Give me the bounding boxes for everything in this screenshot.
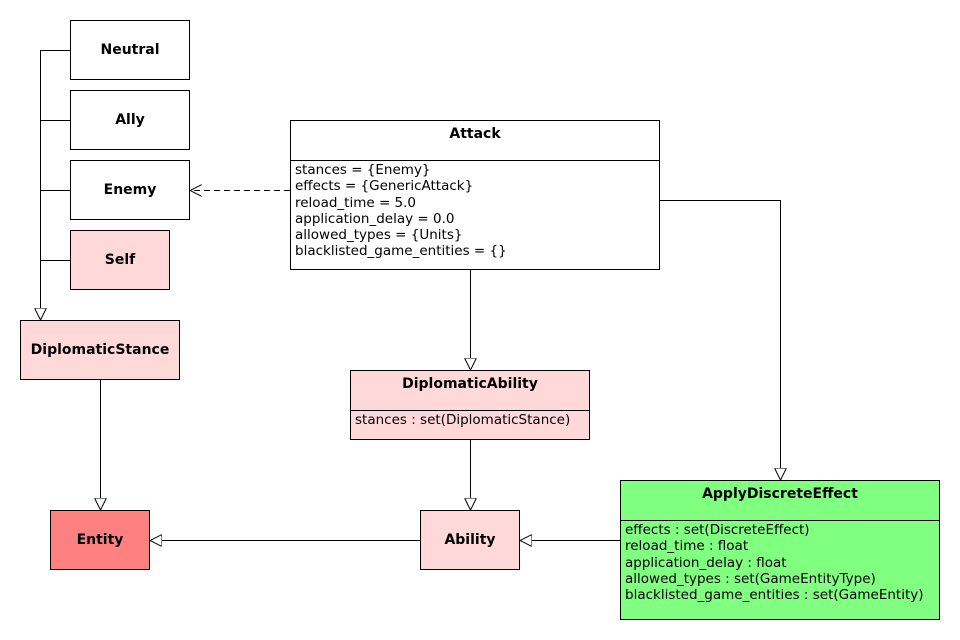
class-attack: Attack stances = {Enemy} effects = {Gene… [290,120,660,270]
class-name-entity: Entity [76,532,124,548]
attribute: allowed_types = {Units} [295,227,463,244]
attribute: blacklisted_game_entities = {} [295,243,507,260]
class-diplomatic-stance: DiplomaticStance [20,320,180,380]
edge-attack-to-apply-discrete-effect [660,200,781,480]
diplomatic-ability-attributes: stances : set(DiplomaticStance) [351,411,589,428]
attribute: allowed_types : set(GameEntityType) [625,570,876,587]
attribute: stances : set(DiplomaticStance) [355,412,571,428]
class-name-diplomatic-stance: DiplomaticStance [30,342,170,358]
class-name-neutral: Neutral [100,42,160,58]
class-name-ability: Ability [444,532,496,548]
class-neutral: Neutral [70,20,190,80]
attack-attributes: stances = {Enemy} effects = {GenericAtta… [291,161,659,260]
class-ability: Ability [420,510,520,570]
class-name-ally: Ally [115,112,145,128]
class-name-enemy: Enemy [103,182,157,198]
attribute: effects : set(DiscreteEffect) [625,522,810,538]
class-name-apply-discrete-effect: ApplyDiscreteEffect [621,481,939,521]
attribute: application_delay : float [625,554,787,571]
class-apply-discrete-effect: ApplyDiscreteEffect effects : set(Discre… [620,480,940,620]
class-diplomatic-ability: DiplomaticAbility stances : set(Diplomat… [350,370,590,440]
attribute: effects = {GenericAttack} [295,178,474,195]
attribute: blacklisted_game_entities : set(GameEnti… [625,587,924,604]
class-ally: Ally [70,90,190,150]
apply-discrete-effect-attributes: effects : set(DiscreteEffect) reload_tim… [621,521,939,603]
class-name-diplomatic-ability: DiplomaticAbility [351,371,589,411]
class-name-self: Self [104,252,136,268]
class-self: Self [70,230,170,290]
attribute: reload_time = 5.0 [295,194,417,211]
attribute: stances = {Enemy} [295,162,431,178]
attribute: application_delay = 0.0 [295,210,455,227]
class-entity: Entity [50,510,150,570]
class-name-attack: Attack [291,121,659,161]
class-enemy: Enemy [70,160,190,220]
attribute: reload_time : float [625,538,749,555]
